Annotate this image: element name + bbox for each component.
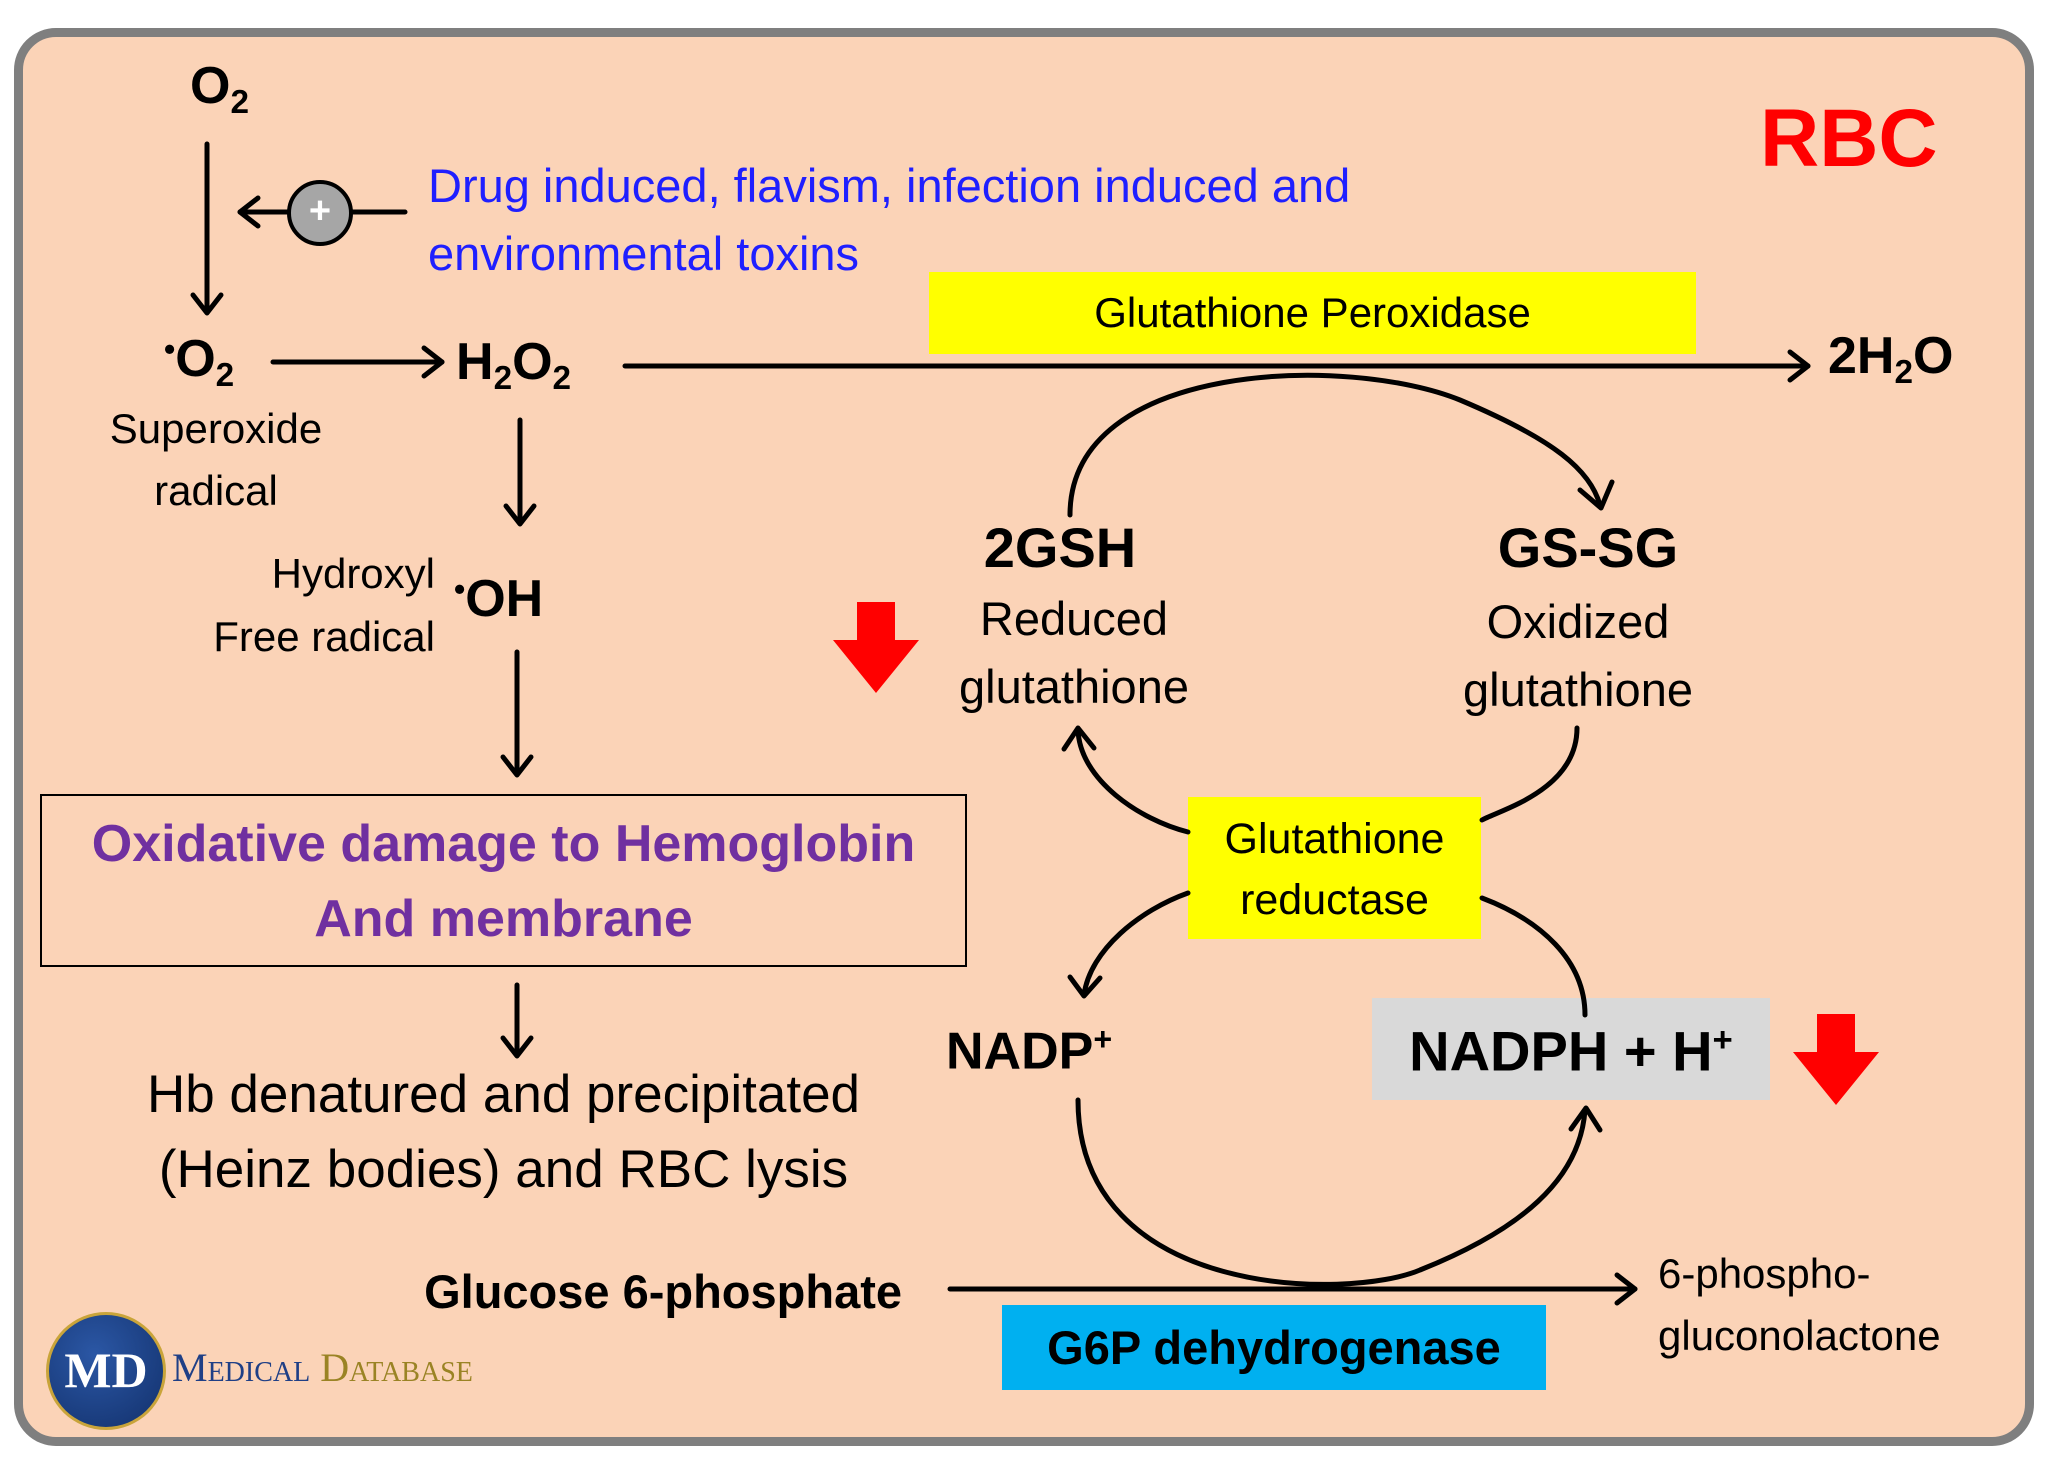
hydroxyl-name-2: Free radical <box>213 613 435 660</box>
glutathione-peroxidase-box <box>929 272 1696 354</box>
nadph-sup: + <box>1712 1021 1733 1059</box>
h2o2-o: O <box>512 333 553 391</box>
hydroxyl-oh: OH <box>465 570 544 628</box>
product-line-2: gluconolactone <box>1658 1312 1941 1359</box>
oxidized-glutathione-formula: GS-SG <box>1497 516 1679 579</box>
page-title: RBC <box>1760 93 1938 184</box>
outcome-line-1: Hb denatured and precipitated <box>146 1065 861 1124</box>
oxygen-sub: 2 <box>230 84 249 121</box>
trigger-line-1: Drug induced, flavism, infection induced… <box>428 159 1351 212</box>
oxygen-o: O <box>190 57 231 115</box>
arrow-nadp-nadph <box>1075 1097 1588 1287</box>
h2o2-sub1: 2 <box>493 360 513 397</box>
arrow-gsh-gssg <box>1067 372 1603 518</box>
water-pre: 2H <box>1828 327 1895 385</box>
superoxide-name-2: radical <box>154 467 278 514</box>
logo-name-2: Database <box>320 1345 473 1390</box>
red-down-arrow-icon <box>833 602 919 693</box>
glutathione-reductase-label-2: reductase <box>1240 876 1429 924</box>
glutathione-reductase-label-1: Glutathione <box>1224 815 1445 863</box>
nadph-label: NADPH + H+ <box>1372 1023 1770 1080</box>
nadph-text: NADPH + H <box>1409 1019 1713 1083</box>
water-label: 2H2O <box>1828 327 1954 389</box>
logo-name: Medical Database <box>172 1348 473 1388</box>
nadph-box <box>1372 998 1770 1100</box>
arrow-gssg-gsh <box>1479 725 1580 823</box>
logo-name-1: Medical <box>172 1345 311 1390</box>
plus-circle-icon <box>287 180 353 246</box>
red-down-arrow-icon <box>1793 1014 1879 1105</box>
logo-initials: MD <box>64 1342 148 1398</box>
hydroxyl-label: •OH <box>454 573 543 625</box>
glutathione-reductase-box <box>1188 797 1481 939</box>
superoxide-o: O <box>175 330 216 388</box>
hydrogen-peroxide-label: H2O2 <box>456 333 571 395</box>
nadp-text: NADP <box>946 1022 1094 1081</box>
h2o2-sub2: 2 <box>552 360 572 397</box>
damage-line-2: And membrane <box>314 890 693 948</box>
oxidative-damage-box <box>40 794 967 967</box>
hydroxyl-name-1: Hydroxyl <box>271 550 435 597</box>
g6p-label: Glucose 6-phosphate <box>424 1265 902 1318</box>
g6pd-label: G6P dehydrogenase <box>1047 1321 1501 1374</box>
oxygen-label: O2 <box>190 57 249 119</box>
water-sub: 2 <box>1894 354 1913 391</box>
reduced-glutathione-name-2: glutathione <box>959 660 1189 713</box>
arrow-nadph-nadp <box>1479 895 1588 1018</box>
h2o2-h: H <box>456 333 494 391</box>
plus-symbol: + <box>308 190 332 232</box>
diagram-panel <box>14 28 2034 1446</box>
hydroxyl-dot: • <box>454 571 466 607</box>
superoxide-sub: 2 <box>215 357 235 394</box>
glutathione-peroxidase-label: Glutathione Peroxidase <box>1094 289 1531 336</box>
superoxide-dot: • <box>164 331 176 367</box>
g6pd-box <box>1002 1305 1546 1390</box>
trigger-line-2: environmental toxins <box>428 227 860 280</box>
reduced-glutathione-name-1: Reduced <box>979 592 1169 645</box>
damage-line-1: Oxidative damage to Hemoglobin <box>91 815 916 873</box>
superoxide-label: •O2 <box>164 330 234 392</box>
reduced-glutathione-formula: 2GSH <box>983 516 1137 579</box>
oxidized-glutathione-name-1: Oxidized <box>1486 595 1670 648</box>
nadp-label: NADP+ <box>946 1023 1112 1077</box>
product-line-1: 6-phospho- <box>1658 1250 1871 1297</box>
oxidized-glutathione-name-2: glutathione <box>1463 663 1693 716</box>
nadp-sup: + <box>1093 1021 1113 1057</box>
logo: MD <box>46 1312 166 1430</box>
superoxide-name-1: Superoxide <box>109 405 323 452</box>
water-post: O <box>1913 327 1954 385</box>
outcome-line-2: (Heinz bodies) and RBC lysis <box>158 1140 849 1199</box>
